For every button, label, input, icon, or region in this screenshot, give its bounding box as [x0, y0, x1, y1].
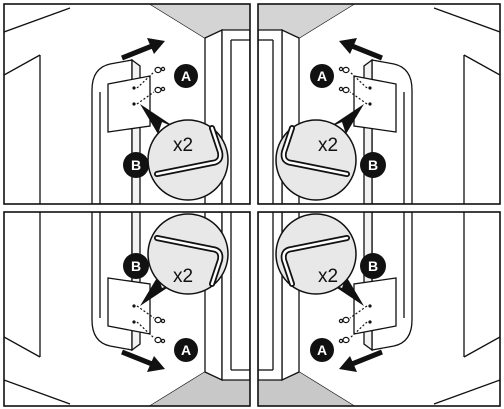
part-badge-a: A	[310, 64, 334, 88]
zoom-callout: x2	[148, 120, 228, 200]
part-badge-a: A	[174, 64, 198, 88]
part-badge-a: A	[174, 338, 198, 362]
quantity-label: x2	[173, 266, 193, 287]
tool-label-b: B	[131, 157, 141, 173]
tool-label-b: B	[368, 157, 378, 173]
part-badge-a: A	[310, 338, 334, 362]
panel-top-right: A x2 B	[258, 4, 500, 204]
part-label-a: A	[181, 342, 191, 358]
tool-badge-b: B	[123, 152, 149, 178]
zoom-callout: x2	[148, 214, 228, 294]
panel-bottom-right: A x2 B	[258, 212, 500, 406]
part-label-a: A	[181, 68, 191, 84]
quantity-label: x2	[173, 135, 193, 156]
tool-label-b: B	[131, 258, 141, 274]
quantity-label: x2	[318, 266, 338, 287]
tool-badge-b: B	[360, 152, 386, 178]
tool-badge-b: B	[360, 253, 386, 279]
quantity-label: x2	[318, 135, 338, 156]
zoom-callout: x2	[276, 120, 356, 200]
tool-badge-b: B	[123, 253, 149, 279]
panel-top-left: A x2 B	[4, 4, 250, 204]
tool-label-b: B	[368, 258, 378, 274]
panel-bottom-left: A x2 B	[4, 212, 250, 406]
part-label-a: A	[317, 342, 327, 358]
part-label-a: A	[317, 68, 327, 84]
zoom-callout: x2	[276, 214, 356, 294]
